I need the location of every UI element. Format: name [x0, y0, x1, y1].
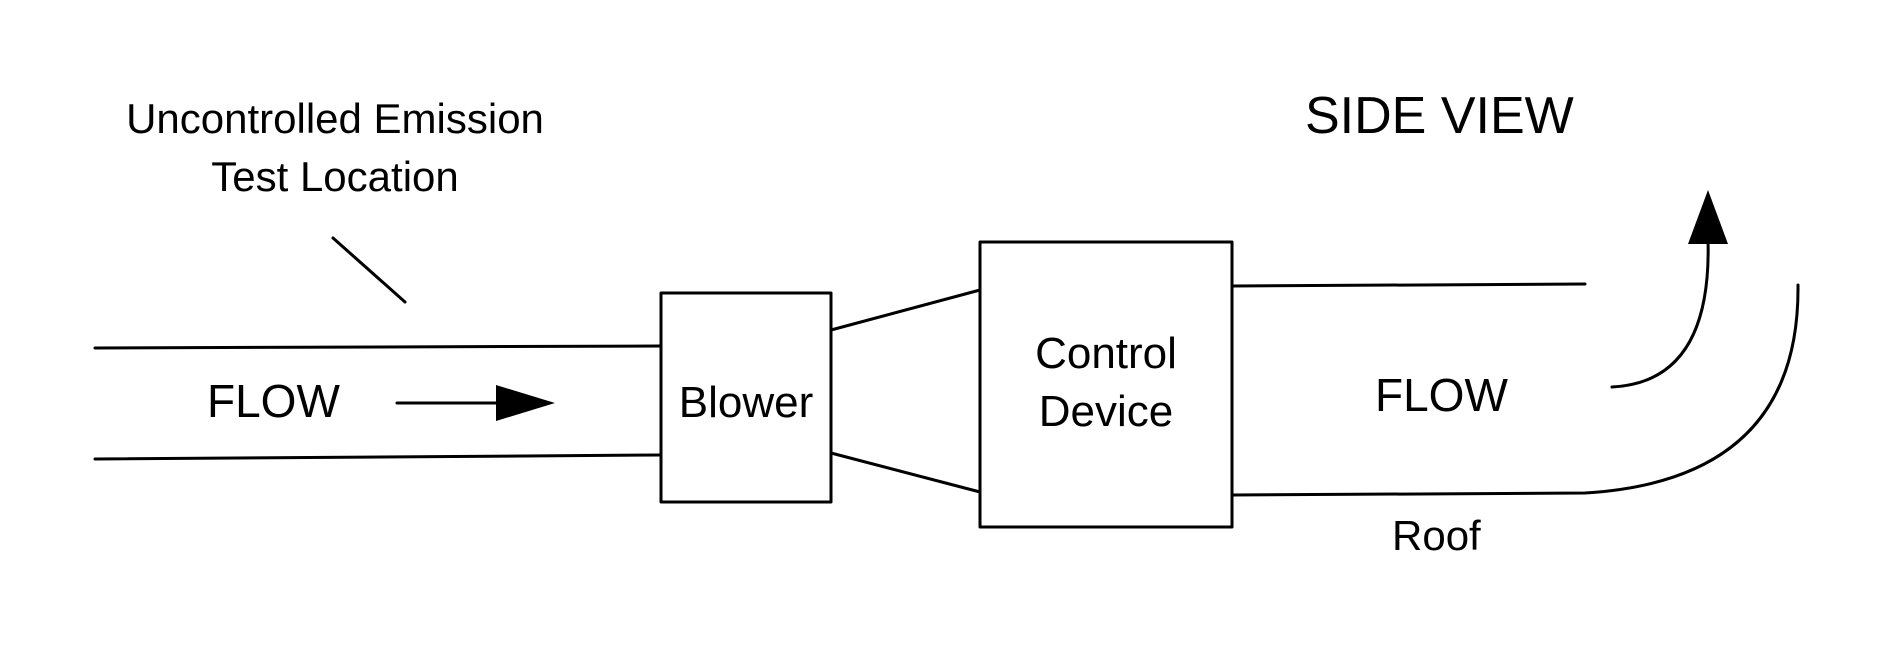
test-location-label: Uncontrolled Emission Test Location — [70, 98, 600, 198]
outlet-flow-label: FLOW — [1375, 369, 1508, 421]
blower-label: Blower — [678, 378, 814, 427]
transition-top-line — [829, 288, 982, 332]
outlet-flow-arrowhead — [1688, 190, 1728, 244]
inlet-duct-bottom-wall — [93, 453, 662, 461]
inlet-flow-label: FLOW — [207, 375, 340, 427]
inlet-flow-arrowhead — [496, 385, 555, 421]
blower-box — [659, 291, 833, 504]
control-device-box — [978, 240, 1234, 529]
control-device-label-line1: Control — [1035, 329, 1177, 378]
transition-bottom-line — [829, 451, 982, 494]
inlet-duct-top-wall — [93, 344, 662, 350]
roof-curve — [1230, 283, 1800, 497]
roof-label: Roof — [1392, 512, 1481, 559]
side-view-title: SIDE VIEW — [1305, 87, 1574, 145]
outlet-flow-arrow-curve — [1610, 238, 1710, 389]
control-device-label-line2: Device — [1038, 387, 1174, 436]
control-device-label: Control Device — [980, 332, 1232, 434]
outlet-duct-top-wall — [1230, 282, 1587, 288]
test-location-label-line1: Uncontrolled Emission — [126, 95, 544, 142]
test-location-pointer-line — [331, 236, 407, 304]
test-location-label-line2: Test Location — [211, 153, 459, 200]
